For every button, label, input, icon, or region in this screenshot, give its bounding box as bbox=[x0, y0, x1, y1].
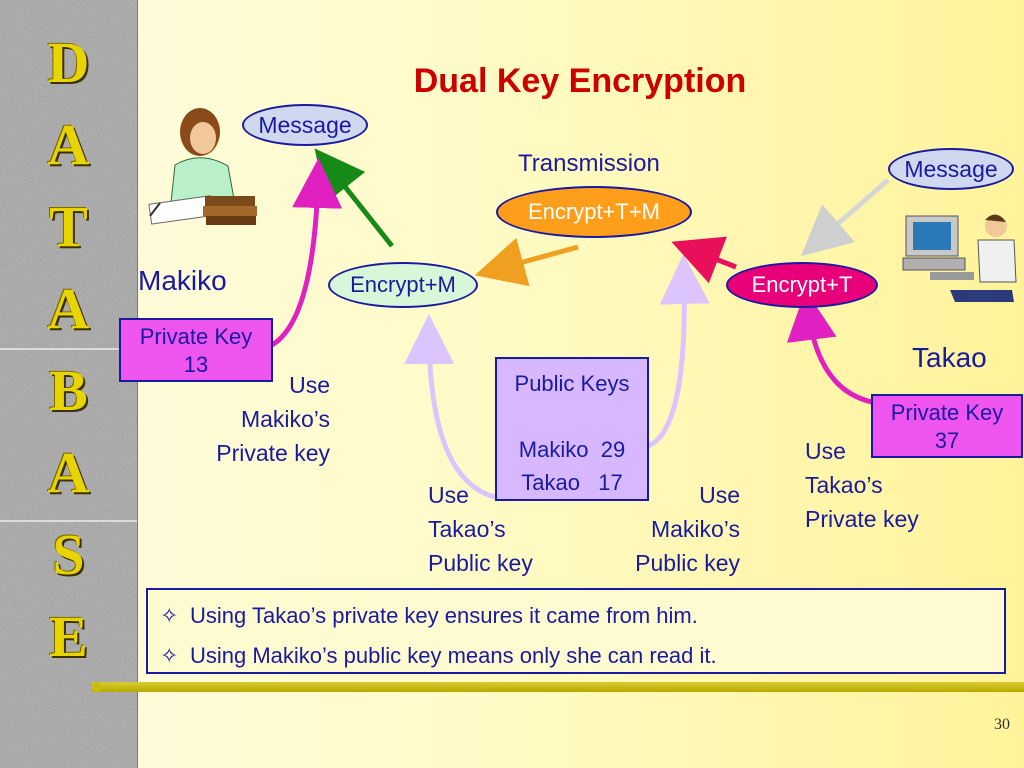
annotation-line: Makiko’s bbox=[650, 516, 740, 542]
public-key-value: 17 bbox=[598, 470, 623, 495]
annotation-line: Takao’s bbox=[428, 516, 506, 542]
band-letter-s: S bbox=[52, 522, 85, 587]
annotation-takao-private: Use Takao’s Private key bbox=[805, 434, 919, 536]
database-letters: D A T A B A S E bbox=[0, 22, 137, 678]
annotation-line: Private key bbox=[216, 440, 330, 466]
transmission-label: Transmission bbox=[518, 150, 660, 177]
band-letter-e: E bbox=[49, 604, 88, 669]
message-left-label: Message bbox=[258, 112, 352, 138]
annotation-line: Makiko’s bbox=[240, 406, 330, 432]
note-text: Using Takao’s private key ensures it cam… bbox=[190, 603, 698, 628]
annotation-makiko-private: Use Makiko’s Private key bbox=[170, 368, 330, 470]
footer-rule bbox=[92, 682, 1024, 692]
annotation-line: Public key bbox=[635, 550, 740, 576]
note-item: ✧ Using Takao’s private key ensures it ca… bbox=[160, 596, 992, 636]
makiko-private-key-box: Private Key 13 bbox=[119, 318, 273, 382]
encrypt-tm-label: Encrypt+T+M bbox=[527, 199, 661, 224]
band-divider bbox=[0, 348, 137, 350]
band-letter-a1: A bbox=[47, 112, 90, 177]
encrypt-m-ellipse: Encrypt+M bbox=[328, 262, 478, 308]
takao-figure-icon bbox=[902, 214, 1017, 302]
encrypt-t-label: Encrypt+T bbox=[751, 272, 853, 297]
band-letter-t: T bbox=[49, 194, 88, 259]
annotation-line: Use bbox=[289, 372, 330, 398]
band-letter-a2: A bbox=[47, 276, 90, 341]
public-key-name: Takao bbox=[521, 470, 580, 495]
band-letter-d: D bbox=[47, 30, 90, 95]
slide-title: Dual Key Encryption bbox=[413, 62, 747, 100]
message-left-ellipse: Message bbox=[242, 104, 368, 146]
band-letter-a3: A bbox=[47, 440, 90, 505]
annotation-line: Private key bbox=[805, 506, 919, 532]
public-key-row-makiko: Makiko 29 bbox=[497, 433, 647, 466]
makiko-figure-icon bbox=[148, 108, 257, 225]
notes-box: ✧ Using Takao’s private key ensures it ca… bbox=[146, 588, 1006, 674]
makiko-private-key-value: 13 bbox=[183, 352, 209, 377]
public-key-row-takao: Takao 17 bbox=[497, 466, 647, 499]
note-text: Using Makiko’s public key means only she… bbox=[190, 643, 717, 668]
public-keys-box: Public Keys Makiko 29 Takao 17 bbox=[495, 357, 649, 501]
sparkle-bullet-icon: ✧ bbox=[160, 603, 179, 628]
annotation-takao-public: Use Takao’s Public key bbox=[428, 478, 533, 580]
encrypt-t-ellipse: Encrypt+T bbox=[726, 262, 878, 308]
encrypt-m-label: Encrypt+M bbox=[350, 272, 456, 297]
sparkle-bullet-icon: ✧ bbox=[160, 643, 179, 668]
makiko-private-key-label: Private Key bbox=[139, 324, 253, 349]
takao-private-key-label: Private Key bbox=[890, 400, 1004, 425]
public-key-value: 29 bbox=[600, 437, 626, 462]
public-keys-title: Public Keys bbox=[514, 371, 630, 396]
annotation-line: Public key bbox=[428, 550, 533, 576]
page-number: 30 bbox=[994, 716, 1010, 733]
message-right-label: Message bbox=[904, 156, 998, 182]
takao-private-key-value: 37 bbox=[934, 428, 960, 453]
granite-texture bbox=[0, 0, 137, 768]
public-key-name: Makiko bbox=[518, 437, 589, 462]
annotation-line: Use bbox=[699, 482, 740, 508]
annotation-makiko-public: Use Makiko’s Public key bbox=[590, 478, 740, 580]
annotation-line: Takao’s bbox=[805, 472, 883, 498]
message-right-ellipse: Message bbox=[888, 148, 1014, 190]
annotation-line: Use bbox=[428, 482, 469, 508]
makiko-label: Makiko bbox=[138, 265, 227, 296]
annotation-line: Use bbox=[805, 438, 846, 464]
takao-label: Takao bbox=[912, 342, 987, 373]
band-letter-b: B bbox=[49, 358, 88, 423]
sidebar-band: D A T A B A S E bbox=[0, 0, 138, 768]
footer-rule-cap bbox=[92, 682, 102, 692]
takao-private-key-box: Private Key 37 bbox=[871, 394, 1023, 458]
encrypt-tm-ellipse: Encrypt+T+M bbox=[496, 186, 692, 238]
note-item: ✧ Using Makiko’s public key means only sh… bbox=[160, 636, 992, 676]
band-divider bbox=[0, 520, 137, 522]
